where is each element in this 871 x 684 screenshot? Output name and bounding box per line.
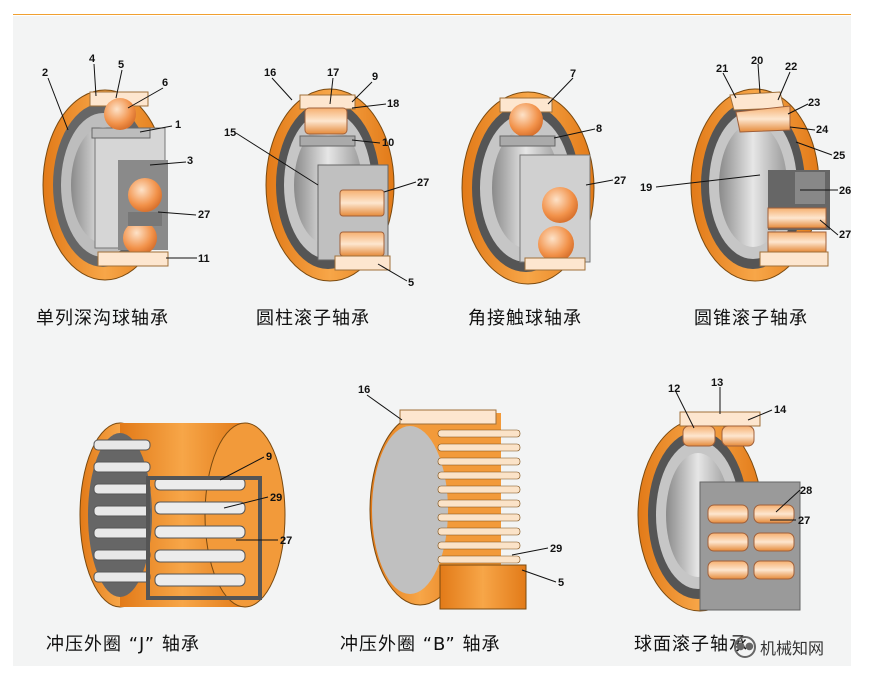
label-cyl-17: 17	[327, 67, 339, 79]
label-ac-8: 8	[596, 123, 602, 135]
label-cyl-5: 5	[408, 277, 414, 289]
label-tr-22: 22	[785, 61, 797, 73]
label-dg-5: 5	[118, 59, 124, 71]
label-cyl-10: 10	[382, 137, 394, 149]
label-b-5: 5	[558, 577, 564, 589]
label-tr-27: 27	[839, 229, 851, 241]
label-sp-14: 14	[774, 404, 787, 416]
part-number-labels: 2 4 5 6 1 3 27 11 16 17 9 18 15 10 27 5 …	[42, 53, 851, 589]
label-dg-3: 3	[187, 155, 193, 167]
label-sp-27: 27	[798, 515, 810, 527]
label-tr-26: 26	[839, 185, 851, 197]
label-cyl-27: 27	[417, 177, 429, 189]
cylindrical-roller-bearing	[265, 88, 395, 282]
label-j-27: 27	[280, 535, 292, 547]
caption-needle-j: 冲压外圈 “J” 轴承	[46, 634, 200, 655]
label-sp-13: 13	[711, 377, 723, 389]
label-ac-27: 27	[614, 175, 626, 187]
needle-rollers-b	[437, 429, 521, 564]
wechat-icon: ●●	[734, 636, 756, 658]
spherical-roller-bearing	[637, 411, 801, 612]
label-dg-4: 4	[89, 53, 96, 65]
watermark: ●● 机械知网	[734, 630, 824, 664]
label-cyl-15: 15	[224, 127, 236, 139]
label-tr-19: 19	[640, 182, 652, 194]
needle-bearing-j	[79, 422, 286, 608]
label-j-9: 9	[266, 451, 272, 463]
tapered-roller-bearing	[690, 88, 830, 282]
label-sp-12: 12	[668, 383, 680, 395]
needle-bearing-b	[369, 409, 527, 610]
top-border-line	[13, 14, 851, 15]
label-dg-6: 6	[162, 77, 168, 89]
label-cyl-16: 16	[264, 67, 276, 79]
leader-lines	[47, 63, 839, 583]
caption-cylindrical: 圆柱滚子轴承	[256, 308, 370, 329]
angular-contact-ball-bearing	[461, 91, 595, 285]
needle-rollers-j	[93, 439, 246, 587]
caption-deep-groove: 单列深沟球轴承	[36, 308, 169, 329]
label-ac-7: 7	[570, 68, 576, 80]
label-cyl-18: 18	[387, 98, 399, 110]
caption-tapered: 圆锥滚子轴承	[694, 308, 808, 329]
deep-groove-ball-bearing	[42, 89, 169, 281]
caption-needle-b: 冲压外圈 “B” 轴承	[340, 634, 501, 655]
label-dg-27: 27	[198, 209, 210, 221]
label-dg-11: 11	[198, 253, 210, 265]
label-dg-1: 1	[175, 119, 181, 131]
watermark-text: 机械知网	[760, 639, 825, 658]
caption-angular: 角接触球轴承	[468, 308, 582, 329]
label-tr-21: 21	[716, 63, 728, 75]
label-tr-23: 23	[808, 97, 820, 109]
caption-spherical: 球面滚子轴承	[634, 634, 748, 655]
label-tr-24: 24	[816, 124, 829, 136]
label-j-29: 29	[270, 492, 282, 504]
label-tr-25: 25	[833, 150, 845, 162]
label-sp-28: 28	[800, 485, 812, 497]
label-dg-2: 2	[42, 67, 48, 79]
label-b-16: 16	[358, 384, 370, 396]
label-b-29: 29	[550, 543, 562, 555]
label-cyl-9: 9	[372, 71, 378, 83]
label-tr-20: 20	[751, 55, 763, 67]
